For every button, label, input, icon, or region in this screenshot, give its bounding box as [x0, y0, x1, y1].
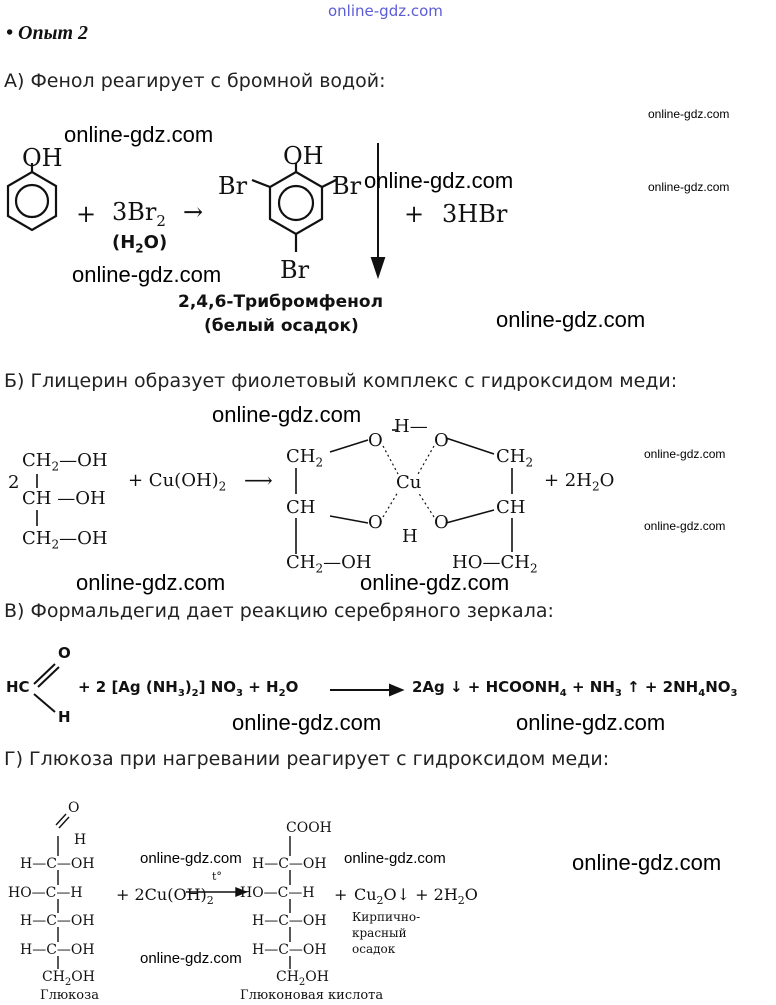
watermark: online-gdz.com [496, 307, 646, 332]
glycerol-choh: CH —OH [22, 488, 106, 509]
gluconic-ch2oh: CH2OH [276, 969, 329, 988]
watermark: online-gdz.com [140, 850, 242, 867]
complex-hoch2-right: HO—CH2 [452, 552, 538, 576]
watermark: online-gdz.com [72, 262, 222, 287]
silver-reagent: + 2 [Ag (NH3)2] NO3 + H2O [78, 678, 299, 699]
glycerol-ch2oh-top: CH2—OH [22, 450, 108, 474]
page-heading: • Опыт 2 [6, 22, 89, 44]
tribromophenol-ring [268, 170, 324, 236]
formaldehyde-oxygen: O [58, 644, 71, 662]
watermark: online-gdz.com [140, 950, 242, 967]
watermark: online-gdz.com [232, 710, 382, 735]
watermark: online-gdz.com [648, 180, 730, 194]
complex-oxygen-2: O [434, 430, 449, 451]
watermark: online-gdz.com [644, 447, 726, 461]
watermark: online-gdz.com [360, 570, 510, 595]
copper-hydroxide-reagent: + 2Cu(OH)2 [116, 885, 214, 908]
section-b-title: Б) Глицерин образует фиолетовый комплекс… [4, 370, 678, 392]
complex-copper: Cu [396, 472, 422, 493]
glucose-row-2: HO—C—H [8, 885, 83, 901]
gluconic-row-3: H—C—OH [252, 913, 327, 929]
hbr-product: 3HBr [442, 200, 508, 228]
section-d-title: Г) Глюкоза при нагревании реагирует с ги… [4, 748, 610, 770]
watermark: online-gdz.com [212, 402, 362, 427]
complex-oxygen-1: O [368, 430, 383, 451]
glucose-row-3: H—C—OH [20, 913, 95, 929]
watermark: online-gdz.com [344, 850, 446, 867]
gluconic-row-1: H—C—OH [252, 856, 327, 872]
complex-ch-left: CH [286, 497, 316, 518]
formaldehyde-hc: HC [6, 678, 30, 696]
plus-sign: + [334, 885, 348, 904]
glucose-row-1: H—C—OH [20, 856, 95, 872]
watermark: online-gdz.com [644, 519, 726, 533]
precipitate-arrow [370, 143, 386, 280]
plus-sign-2: + [404, 200, 425, 228]
complex-ch2oh-left: CH2—OH [286, 552, 372, 576]
heating-label: t° [212, 870, 222, 883]
complex-ch2-left: CH2 [286, 446, 324, 470]
gluconic-row-4: H—C—OH [252, 942, 327, 958]
complex-hydrogen-bottom: H [402, 526, 418, 547]
complex-oxygen-4: O [434, 512, 449, 533]
top-watermark: online-gdz.com [328, 2, 443, 20]
product-caption-1: 2,4,6-Трибромфенол [178, 292, 384, 312]
watermark: online-gdz.com [76, 570, 226, 595]
glucose-aldehyde-oxygen: O [68, 800, 80, 816]
bromine-left: Br [218, 172, 248, 200]
glucose-row-4: H—C—OH [20, 942, 95, 958]
phenol-oh-label: OH [22, 144, 63, 172]
condition-water: (H2O) [112, 232, 168, 256]
tribromophenol-oh: OH [283, 142, 324, 170]
formaldehyde-hydrogen: H [58, 708, 71, 726]
glycerol-ch2oh-bottom: CH2—OH [22, 528, 108, 552]
coefficient-2: 2 [8, 472, 20, 493]
gluconic-name: Глюконовая кислота [240, 988, 384, 1003]
precipitate-note-3: осадок [352, 942, 396, 956]
watermark: online-gdz.com [572, 850, 722, 875]
watermark: online-gdz.com [64, 122, 214, 147]
watermark: online-gdz.com [516, 710, 666, 735]
copper-oxide-product: Cu2O↓ + 2H2O [354, 885, 478, 908]
water-product: + 2H2O [544, 470, 615, 494]
plus-sign: + [76, 200, 97, 228]
phenol-inner-circle [14, 183, 50, 219]
complex-hydrogen-top: H— [394, 416, 428, 437]
complex-oxygen-3: O [368, 512, 383, 533]
gluconic-row-2: HO—C—H [240, 885, 315, 901]
glucose-ch2oh: CH2OH [42, 969, 95, 988]
bromine-right: Br [332, 172, 362, 200]
glucose-name: Глюкоза [40, 988, 99, 1003]
reaction-arrow: ⟶ [244, 468, 273, 492]
section-c-title: В) Формальдегид дает реакцию серебряного… [4, 600, 554, 622]
precipitate-note-2: красный [352, 926, 407, 940]
watermark: online-gdz.com [364, 168, 514, 193]
precipitate-note-1: Кирпично- [352, 910, 421, 924]
product-caption-2: (белый осадок) [204, 316, 359, 336]
reaction-arrow: → [183, 198, 204, 226]
bromine-bottom: Br [280, 256, 310, 284]
complex-ch2-right: CH2 [496, 446, 534, 470]
silver-mirror-products: 2Ag ↓ + HCOONH4 + NH3 ↑ + 2NH4NO3 [412, 678, 738, 699]
bromine-reagent: 3Br2 [112, 198, 166, 230]
phenol-ring [6, 170, 58, 232]
watermark: online-gdz.com [648, 107, 730, 121]
gluconic-cooh: COOH [286, 820, 332, 836]
section-a-title: А) Фенол реагирует с бромной водой: [4, 70, 386, 92]
copper-hydroxide-reagent: + Cu(OH)2 [128, 470, 227, 494]
glucose-aldehyde-hydrogen: H [74, 832, 87, 848]
complex-ch-right: CH [496, 497, 526, 518]
